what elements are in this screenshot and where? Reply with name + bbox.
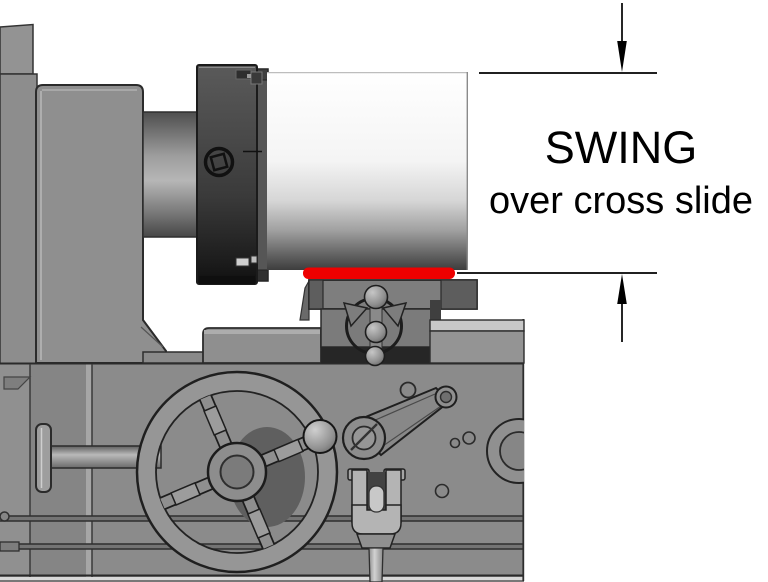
saddle-cross-slide [142, 278, 525, 364]
headstock-back-slab-top [0, 23, 34, 75]
clevis-pin [368, 485, 385, 513]
dimension-arrow-down-icon [617, 3, 627, 72]
cross-feed-ball-handle [342, 284, 408, 367]
carriage-handwheel [135, 370, 339, 574]
cross-slide-surface-highlight [303, 267, 455, 279]
apron-lever [341, 385, 458, 461]
saddle-left-wing [202, 327, 322, 364]
workpiece-cylinder [267, 71, 468, 270]
clevis-assembly [347, 468, 406, 582]
dimension-annotation: SWING over cross slide [457, 3, 753, 342]
chuck-key-socket-icon [203, 146, 235, 178]
panel-chamfer-edge [140, 326, 164, 348]
swing-label: SWING [545, 122, 698, 173]
dimension-arrow-up-icon [617, 274, 627, 342]
headstock-back-slab [0, 73, 38, 365]
handwheel-spokes [159, 394, 315, 550]
chuck-key-square [209, 152, 229, 172]
handwheel-knob [302, 419, 338, 454]
leadscrew-shaft [35, 423, 162, 493]
saddle-right-wing [429, 319, 525, 364]
shaft-flange [35, 423, 52, 493]
spindle-shaft [142, 111, 201, 238]
chuck [196, 64, 269, 285]
headstock-front-panel [35, 84, 167, 364]
headstock [0, 23, 167, 365]
swing-sublabel: over cross slide [489, 180, 753, 222]
bed-step-wedge [3, 376, 32, 390]
handwheel-rim [138, 373, 336, 571]
apron-details [341, 381, 524, 499]
clevis-rod [368, 547, 384, 582]
saddle-shelf [142, 351, 206, 364]
